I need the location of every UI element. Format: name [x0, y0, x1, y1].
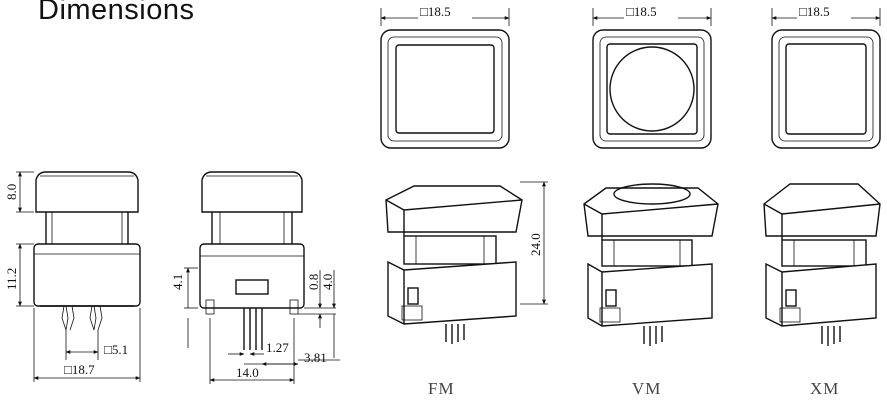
dim-side-pin-spacing: □5.1 [104, 342, 128, 357]
dim-front-1-27: 1.27 [266, 340, 289, 355]
caption-fm: FM [428, 379, 455, 398]
caption-xm: XM [810, 379, 839, 398]
top-view-xm: □18.5 [771, 4, 881, 149]
dim-front-width: 14.0 [236, 365, 259, 380]
page-title: Dimensions [38, 0, 195, 26]
dim-top-vm: □18.5 [626, 4, 657, 19]
side-view: 8.0 11.2 □5.1 □18.7 [4, 171, 141, 382]
dim-top-fm: □18.5 [420, 4, 451, 19]
top-view-fm: □18.5 [380, 4, 510, 149]
iso-view-vm [583, 183, 719, 346]
dim-front-3-81: 3.81 [304, 350, 327, 365]
dim-side-width: □18.7 [64, 362, 95, 377]
dim-front-4-0: 4.0 [320, 274, 335, 290]
iso-view-xm [763, 183, 881, 346]
dim-side-body-height: 11.2 [4, 268, 19, 290]
dim-top-xm: □18.5 [799, 4, 830, 19]
dim-front-4-1: 4.1 [170, 274, 185, 290]
iso-view-fm: 24.0 [385, 181, 548, 344]
dim-front-0-8: 0.8 [306, 274, 321, 290]
dim-iso-height: 24.0 [528, 233, 543, 256]
dim-side-top-height: 8.0 [4, 184, 19, 200]
caption-vm: VM [632, 379, 661, 398]
front-view: 4.1 0.8 4.0 1.27 3.81 14.0 [170, 171, 340, 384]
top-view-vm: □18.5 [592, 4, 712, 149]
